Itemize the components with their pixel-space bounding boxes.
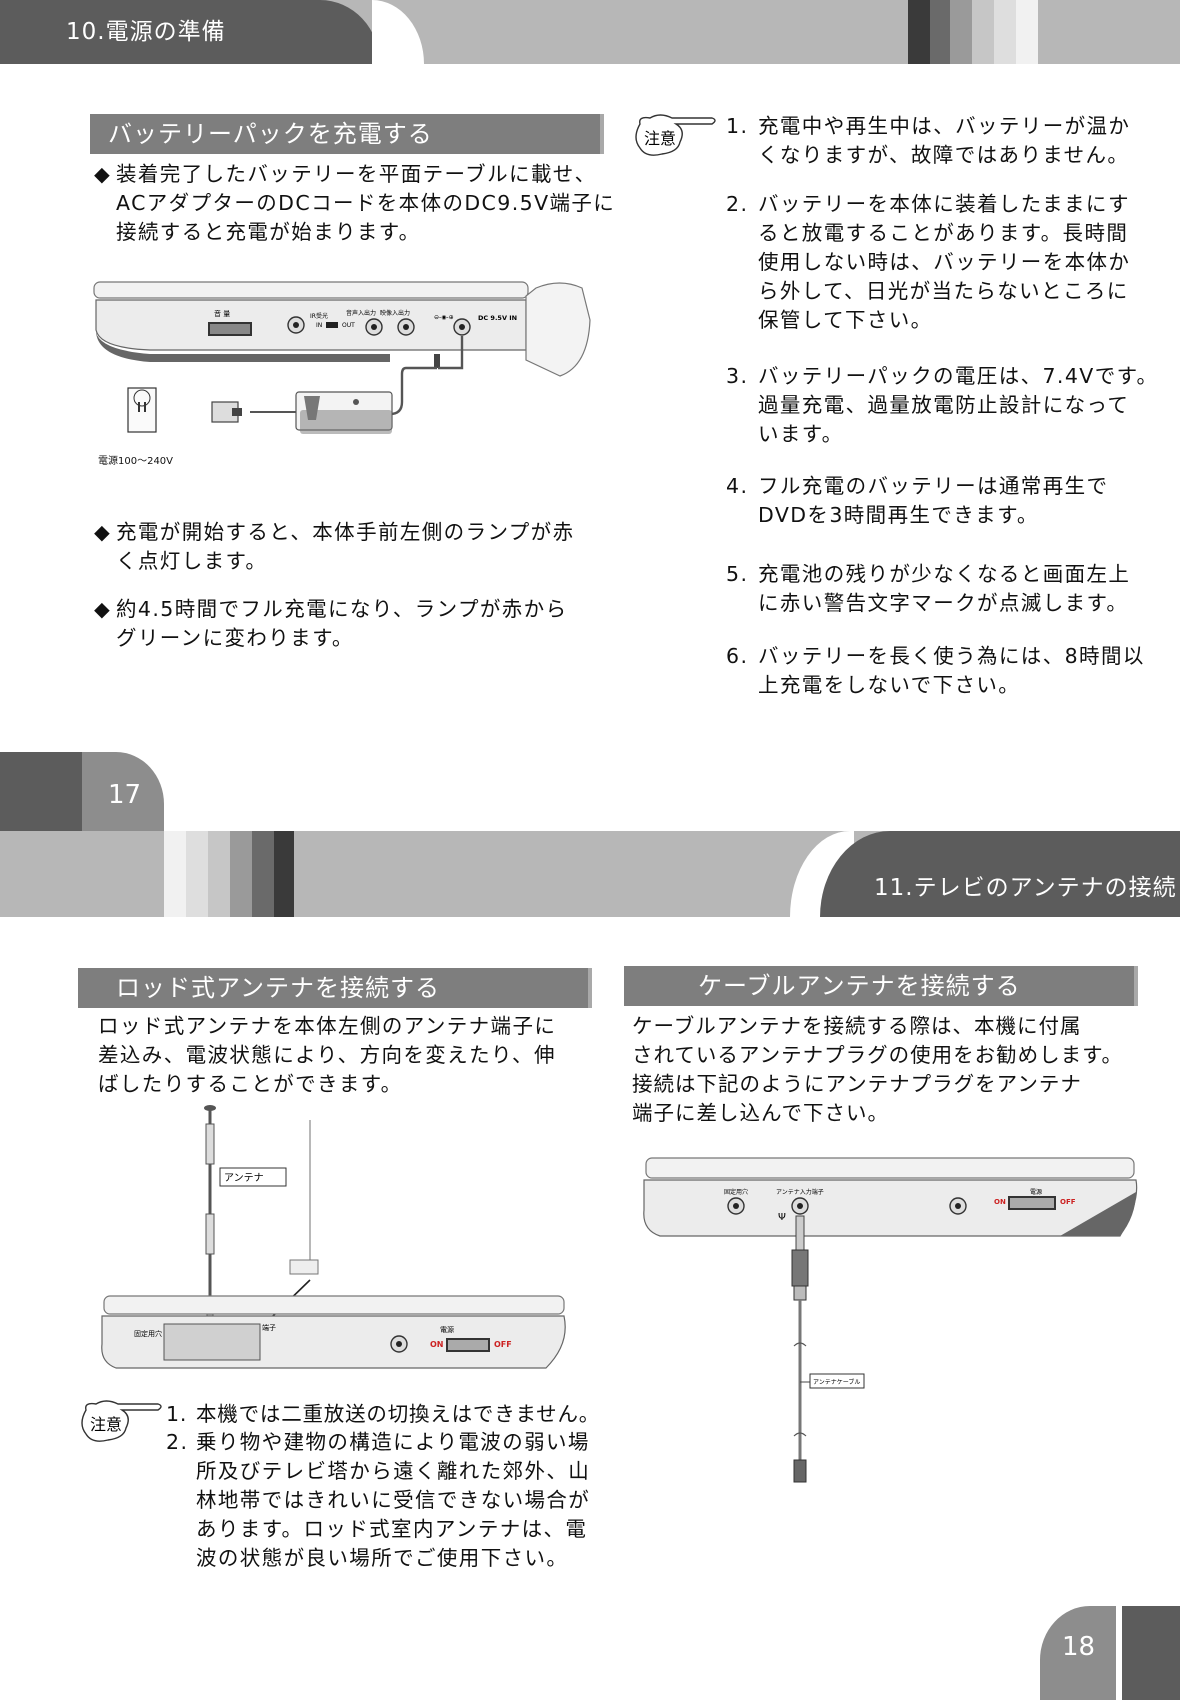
audio-out-label: 音声入出力 <box>346 309 376 317</box>
header-stripe <box>274 831 294 917</box>
polarity-label: ⊖-◉-⊕ <box>434 314 454 321</box>
on-label: ON <box>994 1198 1006 1206</box>
cable-antenna-diagram: 固定用穴 アンテナ入力端子 Ψ 電源 ON OFF アンテナケーブル <box>643 1157 1138 1483</box>
in-label: IN <box>316 322 322 329</box>
dc-in-label: DC 9.5V IN <box>478 314 517 322</box>
header-stripe <box>1016 0 1038 64</box>
volume-label: 音 量 <box>214 309 230 318</box>
section-heading-charge: バッテリーパックを充電する <box>90 114 604 154</box>
section-tab <box>0 0 380 64</box>
rod-antenna-diagram: アンテナ 固定用穴 端子 電源 ON OFF <box>101 1105 566 1369</box>
header-stripe <box>908 0 930 64</box>
fixed-hole-label: 固定用穴 <box>724 1188 748 1196</box>
on-label: ON <box>430 1340 444 1349</box>
page-number-right: 18 <box>1062 1632 1096 1662</box>
header-stripe <box>930 0 950 64</box>
header-stripe <box>208 831 230 917</box>
out-label: OUT <box>342 322 355 329</box>
terminal-label: 端子 <box>262 1323 276 1332</box>
power-source-label: 電源100～240V <box>98 456 174 467</box>
antenna-input-label: アンテナ入力端子 <box>776 1188 824 1196</box>
charge-paragraph-3: ◆ 約4.5時間でフル充電になり、ランプが赤から グリーンに変わります。 <box>94 597 568 650</box>
caution-icon: 注意 <box>81 1400 162 1442</box>
ir-label: IR受光 <box>310 312 328 320</box>
section-heading-rod: ロッド式アンテナを接続する <box>78 968 592 1008</box>
antenna-symbol: Ψ <box>778 1212 786 1223</box>
page-tab-block <box>0 752 82 832</box>
fixed-hole-label: 固定用穴 <box>134 1329 162 1338</box>
power-label: 電源 <box>1030 1188 1042 1196</box>
bullet-mark: ◆ <box>94 162 112 186</box>
header-stripe <box>994 0 1016 64</box>
header-stripe <box>230 831 252 917</box>
cable-label: アンテナケーブル <box>813 1378 860 1386</box>
section-heading-cable: ケーブルアンテナを接続する <box>624 966 1138 1006</box>
section-tab <box>820 831 1180 917</box>
antenna-label: アンテナ <box>224 1172 264 1184</box>
charging-diagram: 音 量 IR受光 IN OUT 音声入出力 映像入出力 ⊖-◉-⊕ DC 9.5… <box>93 281 591 434</box>
header-stripe <box>950 0 972 64</box>
power-label: 電源 <box>440 1325 454 1334</box>
rod-paragraph: ロッド式アンテナを本体左側のアンテナ端子に 差込み、電波状態により、方向を変えた… <box>98 1014 557 1096</box>
off-label: OFF <box>1060 1198 1076 1206</box>
video-out-label: 映像入出力 <box>380 309 410 317</box>
charge-paragraph-2: ◆ 充電が開始すると、本体手前左側のランプが赤 く点灯します。 <box>94 520 575 573</box>
off-label: OFF <box>494 1340 512 1349</box>
header-stripe <box>972 0 994 64</box>
page-number-left: 17 <box>108 780 142 810</box>
header-stripe <box>252 831 274 917</box>
cable-paragraph: ケーブルアンテナを接続する際は、本機に付属 されているアンテナプラグの使用をお勧… <box>632 1014 1124 1125</box>
svg-text:注意: 注意 <box>90 1415 122 1434</box>
header-stripe <box>186 831 208 917</box>
page-title: 10.電源の準備 <box>66 19 226 45</box>
caution-icon: 注意 <box>635 114 716 156</box>
page-tab-block <box>1122 1606 1180 1700</box>
charge-paragraph-1: ◆ 装着完了したバッテリーを平面テーブルに載せ、 ACアダプターのDCコードを本… <box>94 160 614 247</box>
header-stripe <box>164 831 186 917</box>
section-title: 11.テレビのアンテナの接続 <box>874 875 1177 901</box>
svg-text:注意: 注意 <box>644 129 676 148</box>
